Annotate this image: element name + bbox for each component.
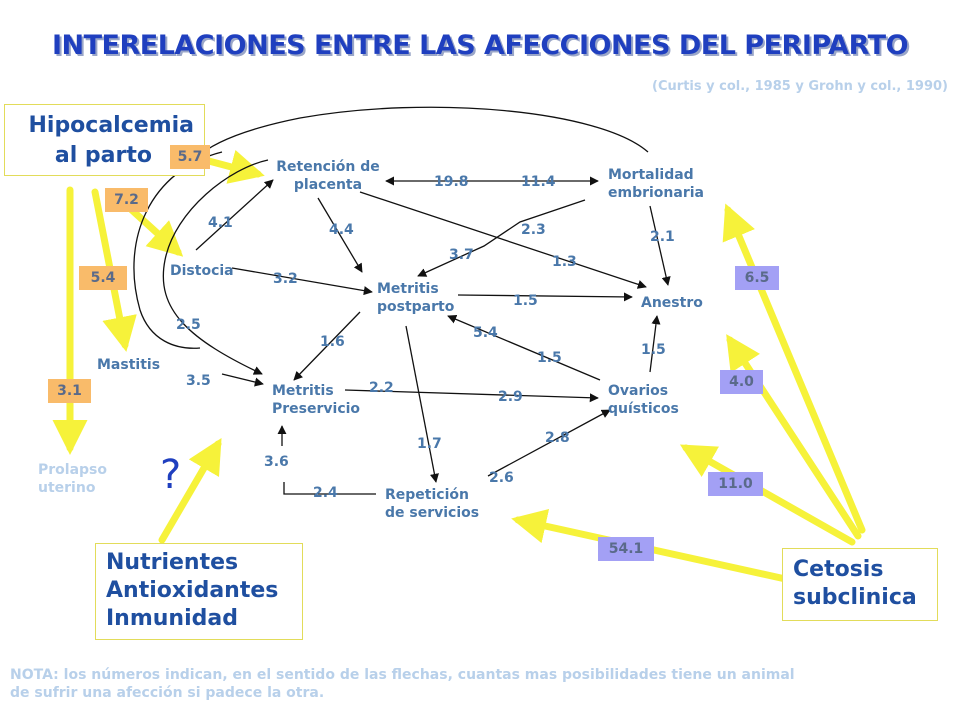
node-repeticion-servicios: Repetición de servicios — [385, 486, 479, 522]
node-metritis-post-line2: postparto — [377, 299, 455, 315]
cetosis-box: Cetosis subclinica — [782, 548, 938, 621]
node-metritis-preservicio: Metritis Preservicio — [272, 382, 360, 418]
node-ovarios-quisticos: Ovarios quísticos — [608, 382, 679, 418]
edge-label: 1.5 — [641, 342, 666, 358]
edge-label: 2.6 — [489, 470, 514, 486]
arrow-retencion-anestro — [359, 191, 647, 289]
edge-label: 2.5 — [176, 317, 201, 333]
edge-label: 2.8 — [545, 430, 570, 446]
node-repeticion-line2: de servicios — [385, 505, 480, 521]
hipocalcemia-box: Hipocalcemia al parto — [4, 104, 205, 176]
node-metritis-postparto: Metritis postparto — [377, 280, 454, 316]
node-metritis-pre-line1: Metritis — [272, 383, 334, 399]
edge-label: 5.4 — [473, 325, 498, 341]
edge-label: 1.5 — [513, 293, 538, 309]
cetosis-line1: Cetosis — [793, 557, 884, 582]
nutrientes-line3: Inmunidad — [106, 606, 238, 631]
edge-label: 3.5 — [186, 373, 211, 389]
badge-hipocalcemia-mastitis: 5.4 — [79, 266, 127, 290]
arc-mortalidad-hipocalcemia — [195, 106, 649, 159]
node-prolapso-uterino: Prolapso uterino — [38, 461, 107, 497]
edge-label: 2.9 — [498, 389, 523, 405]
edge-label: 4.1 — [208, 215, 233, 231]
edge-label: 4.4 — [329, 222, 354, 238]
nutrientes-line1: Nutrientes — [106, 550, 239, 575]
arrow-hipocalcemia-retencion — [201, 149, 265, 184]
node-prolapso-line1: Prolapso — [38, 462, 108, 478]
edge-label: 2.1 — [650, 229, 675, 245]
arrow-metritis-preservicio — [293, 311, 361, 381]
edge-label: 2.3 — [521, 222, 546, 238]
edge-label: 1.3 — [552, 254, 577, 270]
node-metritis-post-line1: Metritis — [377, 281, 439, 297]
edge-label: 3.7 — [449, 247, 474, 263]
arrow-cetosis-repeticion — [511, 508, 794, 584]
arrow-ovarios-metritis — [447, 314, 601, 381]
node-mortalidad-embrionaria: Mortalidad embrionaria — [608, 166, 704, 202]
footnote-line1: NOTA: los números indican, en el sentido… — [10, 667, 795, 683]
footnote-line2: de sufrir una afección si padece la otra… — [10, 685, 325, 701]
arc-hipocalcemia-preservicio — [162, 159, 269, 375]
nutrientes-box: Nutrientes Antioxidantes Inmunidad — [95, 543, 303, 640]
source-citation: (Curtis y col., 1985 y Grohn y col., 199… — [652, 79, 948, 94]
cetosis-line2: subclinica — [793, 585, 917, 610]
edge-label: 3.6 — [264, 454, 289, 470]
arrow-retencion-metritis — [317, 197, 363, 273]
arrow-repeticion-preservicio — [283, 482, 376, 495]
arrow-preservicio-ovarios — [344, 389, 599, 403]
nutrientes-line2: Antioxidantes — [106, 578, 279, 603]
node-retencion-placenta: Retención de placenta — [262, 158, 394, 194]
badge-cetosis-repeticion: 54.1 — [598, 537, 654, 561]
node-distocia: Distocia — [170, 263, 234, 279]
arrow-cetosis-ovarios — [679, 444, 856, 546]
node-prolapso-line2: uterino — [38, 480, 96, 496]
node-mastitis: Mastitis — [97, 357, 161, 373]
badge-hipocalcemia-distocia: 7.2 — [105, 188, 148, 212]
arrow-distocia-metritis — [231, 267, 373, 296]
arrow-mortalidad-metritis — [417, 199, 586, 277]
edge-label: 1.7 — [417, 436, 442, 452]
node-retencion-line1: Retención de — [276, 159, 380, 175]
badge-cetosis-anestro: 4.0 — [720, 370, 763, 394]
arrow-nutrientes-metritis — [158, 437, 222, 544]
edge-label: 19.8 — [434, 174, 469, 190]
hipocalcemia-line1: Hipocalcemia — [28, 113, 194, 138]
arrow-metritis-anestro — [457, 292, 633, 302]
arrow-mastitis-preservicio — [221, 373, 264, 387]
badge-cetosis-mortalidad: 6.5 — [735, 266, 779, 290]
badge-hipocalcemia-retencion: 5.7 — [170, 145, 210, 169]
edge-label: 1.6 — [320, 334, 345, 350]
badge-cetosis-ovarios: 11.0 — [708, 472, 763, 496]
arrow-ovarios-anestro — [649, 315, 661, 373]
node-repeticion-line1: Repetición — [385, 487, 469, 503]
page-title: INTERELACIONES ENTRE LAS AFECCIONES DEL … — [51, 30, 909, 61]
arrow-mortalidad-anestro — [649, 205, 671, 286]
edge-label: 2.4 — [313, 485, 338, 501]
arrow-distocia-retencion — [195, 179, 274, 251]
footnote: NOTA: los números indican, en el sentido… — [10, 666, 795, 702]
node-ovarios-line1: Ovarios — [608, 383, 669, 399]
node-anestro: Anestro — [641, 295, 703, 311]
hipocalcemia-line2: al parto — [54, 143, 152, 168]
node-ovarios-line2: quísticos — [608, 401, 679, 417]
question-mark: ? — [160, 452, 182, 498]
edge-label: 1.5 — [537, 350, 562, 366]
arrow-repeticion-ovarios — [487, 409, 611, 477]
node-retencion-line2: placenta — [293, 177, 363, 193]
badge-hipocalcemia-prolapso: 3.1 — [48, 379, 91, 403]
node-mortalidad-line2: embrionaria — [608, 185, 704, 201]
edge-label: 3.2 — [273, 271, 298, 287]
arrow-metritis-repeticion — [405, 325, 439, 483]
node-mortalidad-line1: Mortalidad — [608, 167, 694, 183]
arrow-cetosis-mortalidad — [722, 203, 866, 534]
node-metritis-pre-line2: Preservicio — [272, 401, 361, 417]
edge-label: 2.2 — [369, 380, 394, 396]
edge-label: 11.4 — [521, 174, 556, 190]
